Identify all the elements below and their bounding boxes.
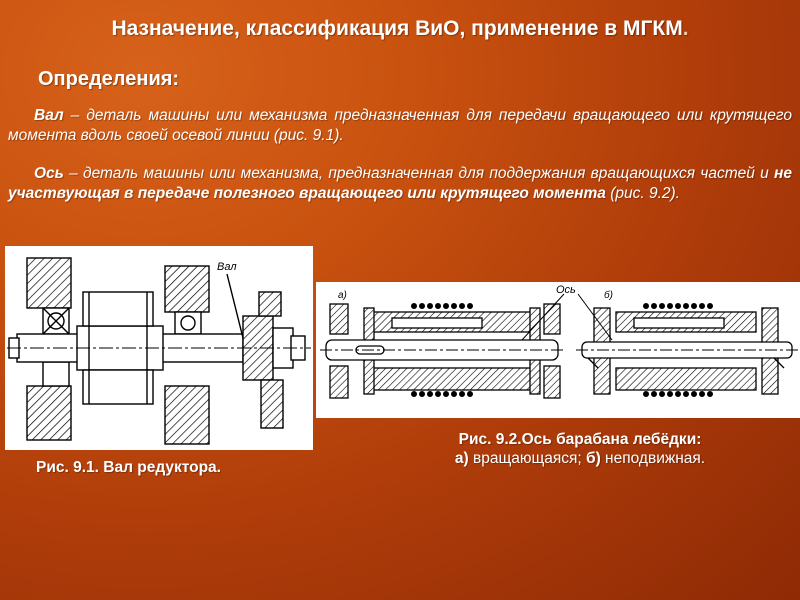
axle-term: Ось	[34, 165, 64, 182]
caption-a-marker: а)	[454, 450, 469, 467]
shaft-definition-text: – деталь машины или механизма предназнач…	[8, 107, 792, 144]
axle-definition-emphasis: не участвующая в передаче полезного вращ…	[8, 165, 792, 202]
caption-b-text: неподвижная.	[600, 450, 706, 467]
caption-a-text: вращающаяся;	[468, 450, 586, 467]
figure-9-2-caption-variants: а) вращающаяся; б) неподвижная.	[380, 449, 780, 468]
axle-definition: Ось – деталь машины или механизма, предн…	[8, 164, 792, 204]
figure-gearbox-shaft: Вал	[5, 246, 313, 450]
axle-drawing-label-b: б)	[604, 289, 613, 301]
axle-definition-text-after: (рис. 9.2).	[605, 185, 680, 202]
shaft-term: Вал	[34, 107, 64, 124]
caption-b-marker: б)	[586, 450, 601, 467]
figure-winch-drum-axle: а) б) Ось	[316, 282, 800, 418]
slide-title-dot: .	[682, 17, 689, 40]
definitions-heading: Определения:	[38, 68, 180, 90]
winch-drum-axle-drawing: а) б) Ось	[320, 284, 798, 399]
figure-9-2-caption-title: Рис. 9.2.Ось барабана лебёдки:	[458, 431, 702, 448]
axle-drawing-label: Ось	[556, 284, 576, 296]
slide-title-text: Назначение, классификация ВиО, применени…	[111, 17, 683, 40]
shaft-definition: Вал – деталь машины или механизма предна…	[8, 106, 792, 146]
figure-9-2-caption: Рис. 9.2.Ось барабана лебёдки: а) вращаю…	[380, 430, 780, 468]
figure-9-1-caption: Рис. 9.1. Вал редуктора.	[36, 459, 221, 476]
axle-definition-text-before: – деталь машины или механизма, предназна…	[63, 165, 775, 182]
gearbox-shaft-drawing: Вал	[7, 257, 311, 445]
slide-title: Назначение, классификация ВиО, применени…	[40, 14, 760, 43]
shaft-drawing-label: Вал	[217, 261, 237, 273]
axle-drawing-label-a: а)	[338, 290, 347, 301]
